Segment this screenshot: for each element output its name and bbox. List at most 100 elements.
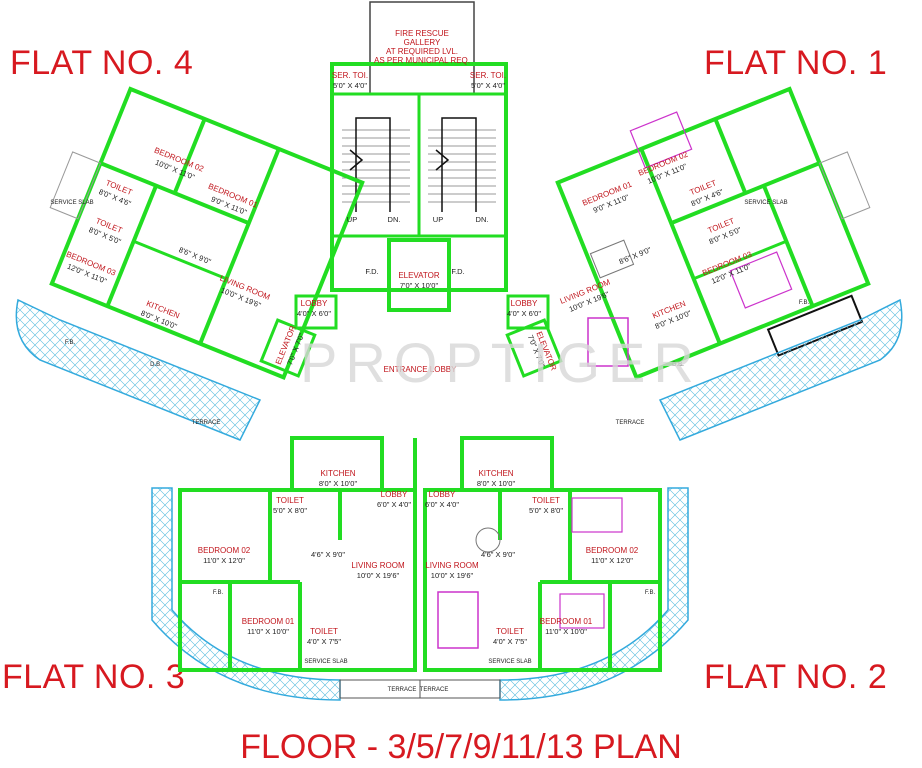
flat-1-dining-table — [589, 239, 635, 279]
fb-f3: F.B. — [213, 590, 224, 596]
service-slab-f2: SERVICE SLAB — [488, 659, 531, 665]
f3-passage-size: 4'6" X 9'0" — [311, 550, 345, 559]
f3-bedroom01-name: BEDROOM 01 — [242, 617, 295, 626]
terrace-f1: TERRACE — [616, 420, 645, 426]
flat-1-bed-03 — [729, 251, 793, 309]
fire-gallery-line-3: AT REQUIRED LVL. — [386, 47, 458, 56]
f3-bedroom02-size: 11'0" X 12'0" — [203, 556, 245, 565]
stair-right-dn: DN. — [476, 215, 489, 224]
f3-kitchen-size: 8'0" X 10'0" — [319, 479, 358, 488]
flat-2-dining-table — [475, 527, 501, 553]
f2-bedroom01-name: BEDROOM 01 — [540, 617, 593, 626]
flat-1-sofa — [587, 317, 629, 367]
f3-kitchen-name: KITCHEN — [320, 469, 355, 478]
flat-2-sofa — [437, 591, 479, 649]
f2-living-size: 10'0" X 19'6" — [431, 571, 474, 580]
f2-bedroom01-size: 11'0" X 10'0" — [545, 627, 587, 636]
core-labels: FIRE RESCUE GALLERY AT REQUIRED LVL. AS … — [332, 29, 506, 374]
ser-toilet-right-size: 5'0" X 4'0" — [471, 81, 505, 90]
f2-lobby-name: LOBBY — [429, 490, 456, 499]
f2-bedroom02-size: 11'0" X 12'0" — [591, 556, 633, 565]
db-f4: D.B. — [150, 362, 162, 368]
fb-f1: F.B. — [799, 300, 810, 306]
flat-2-labels: KITCHEN 8'0" X 10'0" TOILET 5'0" X 8'0" … — [425, 469, 639, 646]
f2-living-name: LIVING ROOM — [425, 561, 479, 570]
f2-toilet2-name: TOILET — [496, 627, 524, 636]
ser-toilet-left-size: 5'0" X 4'0" — [333, 81, 367, 90]
flat-3-title: FLAT NO. 3 — [2, 658, 186, 696]
f3-lobby-size: 6'0" X 4'0" — [377, 500, 411, 509]
stair-right-up: UP — [433, 215, 443, 224]
fb-f2: F.B. — [645, 590, 656, 596]
flat-2-bed-01 — [559, 593, 605, 629]
terrace-f2: TERRACE — [420, 687, 449, 693]
misc-labels: SERVICE SLAB SERVICE SLAB SERVICE SLAB S… — [50, 200, 809, 693]
f3-bedroom02-name: BEDROOM 02 — [198, 546, 251, 555]
flat-4-plan — [49, 86, 365, 380]
flat-2-plan — [423, 436, 662, 672]
f2-kitchen-size: 8'0" X 10'0" — [477, 479, 516, 488]
stair-left-dn: DN. — [388, 215, 401, 224]
terrace-f4: TERRACE — [192, 420, 221, 426]
central-core — [330, 1, 508, 312]
service-slab-f4: SERVICE SLAB — [50, 200, 93, 206]
floor-plan-title: FLOOR - 3/5/7/9/11/13 PLAN — [240, 728, 682, 766]
f3-bedroom01-size: 11'0" X 10'0" — [247, 627, 289, 636]
flat-2-bed-02 — [571, 497, 623, 533]
f3-toilet2-size: 4'0" X 7'5" — [307, 637, 341, 646]
flat-4-labels: BEDROOM 02 10'0" X 11'0" BEDROOM 01 9'0"… — [65, 146, 331, 367]
flat-1-bed-02 — [629, 111, 693, 169]
core-elevator-label: ELEVATOR — [398, 271, 440, 280]
flat-1-balcony — [658, 298, 903, 441]
ser-toilet-right-label: SER. TOI. — [470, 71, 506, 80]
fire-gallery-line-2: GALLERY — [404, 38, 441, 47]
flat-3-labels: KITCHEN 8'0" X 10'0" TOILET 5'0" X 8'0" … — [198, 469, 412, 646]
service-slab-f3: SERVICE SLAB — [304, 659, 347, 665]
flat-4-title: FLAT NO. 4 — [10, 44, 194, 82]
f3-toilet1-name: TOILET — [276, 496, 304, 505]
flat-2-title: FLAT NO. 2 — [704, 658, 888, 696]
f3-living-size: 10'0" X 19'6" — [357, 571, 400, 580]
stair-left-up: UP — [347, 215, 357, 224]
f3-lobby-name: LOBBY — [381, 490, 408, 499]
f2-toilet1-size: 5'0" X 8'0" — [529, 506, 563, 515]
ser-toilet-left-label: SER. TOI. — [332, 71, 368, 80]
f4-lobby-name: LOBBY — [301, 299, 328, 308]
f3-living-name: LIVING ROOM — [351, 561, 405, 570]
watermark: PROPTIGER — [300, 331, 702, 394]
flat-1-plan — [555, 86, 871, 380]
f2-lobby-size: 6'0" X 4'0" — [425, 500, 459, 509]
flat-4-lobby — [259, 294, 338, 378]
flat-4-balcony — [15, 298, 262, 441]
f4-passage-size: 8'6" X 9'0" — [177, 245, 212, 266]
f3-toilet2-name: TOILET — [310, 627, 338, 636]
f4-lobby-size: 4'0" X 6'0" — [297, 309, 331, 318]
flat-1-lobby — [505, 294, 563, 378]
f1-lobby-size: 4'0" X 6'0" — [507, 309, 541, 318]
fb-f4: F.B. — [65, 340, 76, 346]
f1-passage-size: 8'6" X 9'0" — [618, 245, 653, 266]
flat-1-title: FLAT NO. 1 — [704, 44, 888, 82]
elevator-shaft — [387, 238, 451, 312]
f2-passage-size: 4'6" X 9'0" — [481, 550, 515, 559]
core-elevator-size: 7'0" X 10'0" — [400, 281, 439, 290]
f1-lobby-name: LOBBY — [511, 299, 538, 308]
entrance-lobby-label: ENTRANCE LOBBY — [384, 365, 458, 374]
service-slab-f1: SERVICE SLAB — [744, 200, 787, 206]
f3-toilet1-size: 5'0" X 8'0" — [273, 506, 307, 515]
f2-kitchen-name: KITCHEN — [478, 469, 513, 478]
stair-core — [330, 62, 508, 292]
fd-left: F.D. — [365, 267, 378, 276]
fd-right: F.D. — [451, 267, 464, 276]
f2-toilet1-name: TOILET — [532, 496, 560, 505]
flat-3-plan — [178, 436, 417, 672]
f2-toilet2-size: 4'0" X 7'5" — [493, 637, 527, 646]
stair-treads — [342, 117, 496, 212]
db-f1: D.B. — [672, 362, 684, 368]
terrace-f3: TERRACE — [388, 687, 417, 693]
fire-gallery-line-1: FIRE RESCUE — [395, 29, 449, 38]
fire-gallery-line-4: AS PER MUNICIPAL REQ. — [374, 56, 470, 65]
f2-bedroom02-name: BEDROOM 02 — [586, 546, 639, 555]
flat-2-terrace — [419, 679, 501, 699]
